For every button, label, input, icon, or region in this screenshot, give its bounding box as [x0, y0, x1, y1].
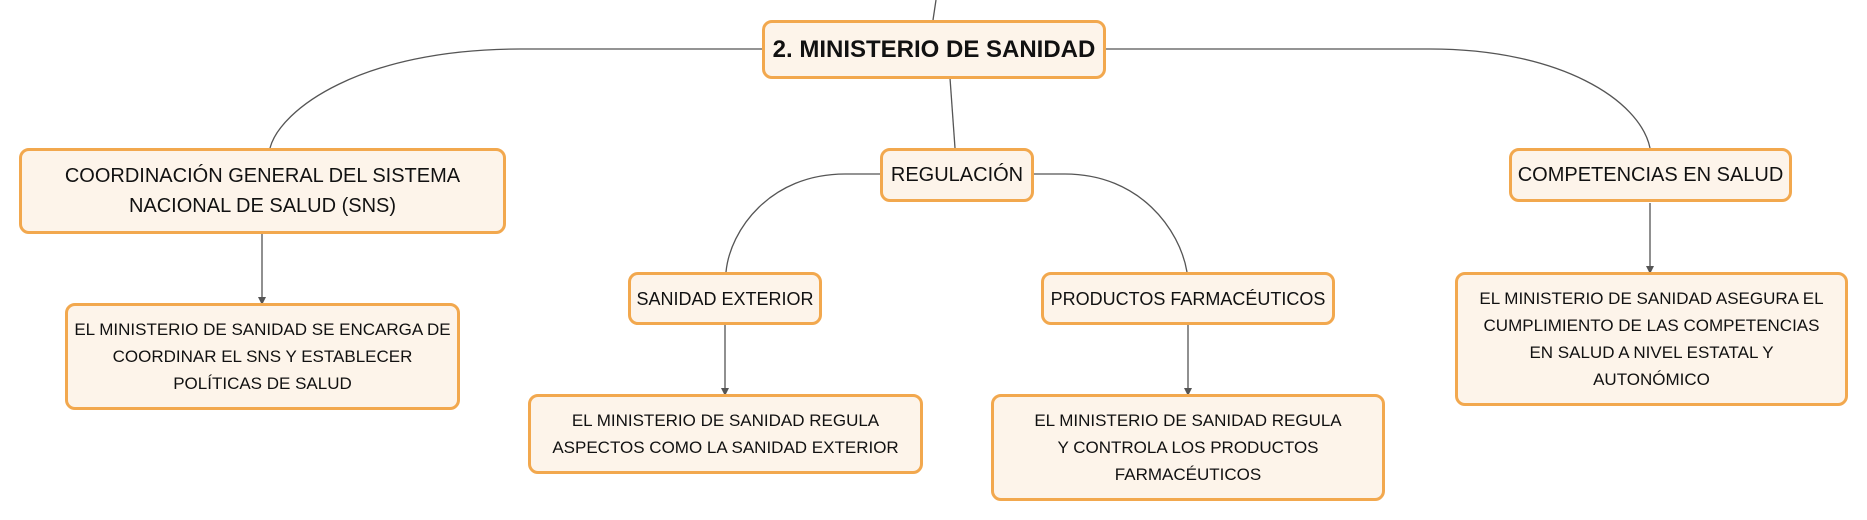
- node-coordination-detail-text: EL MINISTERIO DE SANIDAD SE ENCARGA DE C…: [74, 320, 451, 393]
- arrowhead-coordination-detail: [258, 297, 266, 305]
- node-competencies-detail-text: EL MINISTERIO DE SANIDAD ASEGURA EL CUMP…: [1479, 289, 1824, 389]
- connector-root-coordination: [269, 48, 762, 149]
- arrowhead-exterior-detail: [721, 388, 729, 396]
- arrowhead-competencies-detail: [1646, 266, 1654, 274]
- connector-regulation-exterior: [725, 173, 880, 273]
- node-regulation-label: REGULACIÓN: [890, 164, 1024, 186]
- node-pharma[interactable]: PRODUCTOS FARMACÉUTICOS: [1041, 272, 1335, 325]
- root-node[interactable]: 2. MINISTERIO DE SANIDAD: [762, 20, 1106, 79]
- node-competencies-label: COMPETENCIAS EN SALUD: [1517, 164, 1784, 186]
- node-pharma-detail[interactable]: EL MINISTERIO DE SANIDAD REGULA Y CONTRO…: [991, 394, 1385, 501]
- node-competencies-detail[interactable]: EL MINISTERIO DE SANIDAD ASEGURA EL CUMP…: [1455, 272, 1848, 406]
- root-label: 2. MINISTERIO DE SANIDAD: [772, 35, 1096, 63]
- node-coordination[interactable]: COORDINACIÓN GENERAL DEL SISTEMA NACIONA…: [19, 148, 506, 234]
- node-pharma-label: PRODUCTOS FARMACÉUTICOS: [1050, 288, 1326, 309]
- node-coordination-detail[interactable]: EL MINISTERIO DE SANIDAD SE ENCARGA DE C…: [65, 303, 460, 410]
- node-competencies[interactable]: COMPETENCIAS EN SALUD: [1509, 148, 1792, 202]
- node-exterior-detail[interactable]: EL MINISTERIO DE SANIDAD REGULA ASPECTOS…: [528, 394, 923, 474]
- connector-root-regulation: [949, 77, 956, 149]
- node-pharma-detail-text: EL MINISTERIO DE SANIDAD REGULA Y CONTRO…: [1034, 411, 1342, 484]
- node-exterior-label: SANIDAD EXTERIOR: [636, 288, 814, 309]
- node-regulation[interactable]: REGULACIÓN: [880, 148, 1034, 202]
- node-exterior-detail-text: EL MINISTERIO DE SANIDAD REGULA ASPECTOS…: [552, 411, 899, 457]
- connector-regulation-pharma: [1034, 173, 1188, 273]
- node-exterior[interactable]: SANIDAD EXTERIOR: [628, 272, 822, 325]
- connector-root-top: [932, 0, 937, 21]
- node-coordination-label: COORDINACIÓN GENERAL DEL SISTEMA NACIONA…: [64, 165, 461, 217]
- connector-root-competencies: [1106, 48, 1651, 149]
- arrowhead-pharma-detail: [1184, 388, 1192, 396]
